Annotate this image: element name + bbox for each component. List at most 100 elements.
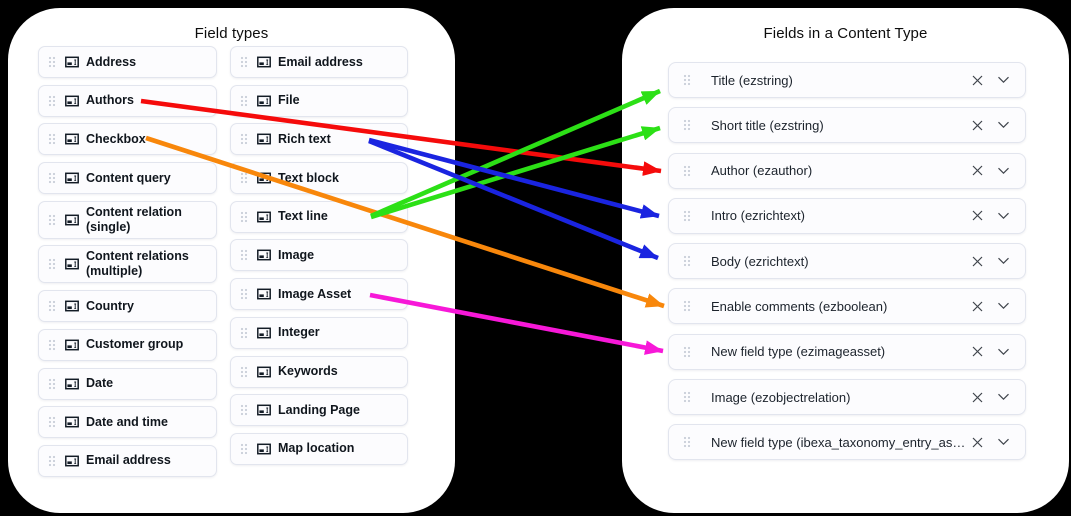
- field-type-card[interactable]: Date: [38, 367, 217, 400]
- field-type-icon: [65, 258, 79, 270]
- content-type-field-row[interactable]: Short title (ezstring): [668, 107, 1026, 144]
- field-type-card[interactable]: Rich text: [230, 123, 408, 156]
- field-type-card[interactable]: Image Asset: [230, 278, 408, 311]
- field-label: Author (ezauthor): [711, 163, 813, 179]
- field-label: Enable comments (ezboolean): [711, 298, 888, 314]
- remove-x-icon[interactable]: [971, 345, 984, 358]
- field-type-card[interactable]: Checkbox: [38, 123, 217, 156]
- content-type-field-row[interactable]: New field type (ibexa_taxonomy_entry_ass…: [668, 424, 1026, 461]
- drag-handle-icon[interactable]: [240, 172, 248, 184]
- drag-handle-icon[interactable]: [683, 255, 691, 267]
- field-type-card[interactable]: Email address: [230, 46, 408, 78]
- drag-handle-icon[interactable]: [48, 339, 56, 351]
- drag-handle-icon[interactable]: [240, 56, 248, 68]
- drag-handle-icon[interactable]: [240, 327, 248, 339]
- drag-handle-icon[interactable]: [48, 95, 56, 107]
- field-type-card[interactable]: Address: [38, 46, 217, 78]
- drag-handle-icon[interactable]: [240, 133, 248, 145]
- chevron-down-icon[interactable]: [997, 167, 1010, 175]
- field-type-card[interactable]: Keywords: [230, 355, 408, 388]
- drag-handle-icon[interactable]: [48, 172, 56, 184]
- drag-handle-icon[interactable]: [48, 214, 56, 226]
- drag-handle-icon[interactable]: [48, 416, 56, 428]
- field-type-label: Date and time: [86, 414, 168, 429]
- drag-handle-icon[interactable]: [683, 346, 691, 358]
- field-type-card[interactable]: Date and time: [38, 406, 217, 439]
- drag-handle-icon[interactable]: [48, 455, 56, 467]
- drag-handle-icon[interactable]: [48, 258, 56, 270]
- remove-x-icon[interactable]: [971, 209, 984, 222]
- content-type-field-row[interactable]: Intro (ezrichtext): [668, 197, 1026, 234]
- drag-handle-icon[interactable]: [48, 56, 56, 68]
- field-type-card[interactable]: Content query: [38, 162, 217, 195]
- drag-handle-icon[interactable]: [48, 300, 56, 312]
- drag-handle-icon[interactable]: [240, 443, 248, 455]
- field-type-icon: [257, 443, 271, 455]
- remove-x-icon[interactable]: [971, 119, 984, 132]
- chevron-down-icon[interactable]: [997, 393, 1010, 401]
- field-type-card[interactable]: Text block: [230, 162, 408, 195]
- remove-x-icon[interactable]: [971, 164, 984, 177]
- field-type-icon: [257, 95, 271, 107]
- drag-handle-icon[interactable]: [240, 366, 248, 378]
- remove-x-icon[interactable]: [971, 74, 984, 87]
- chevron-down-icon[interactable]: [997, 121, 1010, 129]
- remove-x-icon[interactable]: [971, 436, 984, 449]
- field-type-card[interactable]: Content relations (multiple): [38, 245, 217, 284]
- drag-handle-icon[interactable]: [240, 404, 248, 416]
- field-type-card[interactable]: Email address: [38, 444, 217, 477]
- drag-handle-icon[interactable]: [48, 378, 56, 390]
- drag-handle-icon[interactable]: [240, 95, 248, 107]
- field-type-label: Email address: [86, 453, 171, 468]
- drag-handle-icon[interactable]: [683, 391, 691, 403]
- drag-handle-icon[interactable]: [683, 74, 691, 86]
- drag-handle-icon[interactable]: [683, 119, 691, 131]
- drag-handle-icon[interactable]: [240, 211, 248, 223]
- field-type-label: Landing Page: [278, 402, 360, 417]
- content-type-field-row[interactable]: Enable comments (ezboolean): [668, 288, 1026, 325]
- remove-x-icon[interactable]: [971, 391, 984, 404]
- content-type-field-row[interactable]: Author (ezauthor): [668, 152, 1026, 189]
- field-type-icon: [257, 211, 271, 223]
- field-type-label: Content query: [86, 170, 171, 185]
- drag-handle-icon[interactable]: [48, 133, 56, 145]
- remove-x-icon[interactable]: [971, 255, 984, 268]
- drag-handle-icon[interactable]: [683, 165, 691, 177]
- chevron-down-icon[interactable]: [997, 438, 1010, 446]
- drag-handle-icon[interactable]: [683, 436, 691, 448]
- field-type-card[interactable]: Customer group: [38, 328, 217, 361]
- content-type-field-row[interactable]: Title (ezstring): [668, 62, 1026, 98]
- field-type-card[interactable]: Country: [38, 290, 217, 323]
- field-type-card[interactable]: Content relation (single): [38, 200, 217, 239]
- drag-handle-icon[interactable]: [240, 249, 248, 261]
- field-type-label: Text line: [278, 209, 328, 224]
- drag-handle-icon[interactable]: [240, 288, 248, 300]
- field-type-icon: [65, 172, 79, 184]
- content-type-fields-title: Fields in a Content Type: [763, 25, 928, 42]
- field-type-label: Keywords: [278, 364, 338, 378]
- field-type-card[interactable]: Landing Page: [230, 394, 408, 427]
- content-type-field-row[interactable]: Image (ezobjectrelation): [668, 379, 1026, 416]
- field-type-label: Rich text: [278, 131, 331, 146]
- field-type-icon: [257, 172, 271, 184]
- field-type-card[interactable]: Authors: [38, 84, 217, 117]
- field-label: Short title (ezstring): [711, 117, 824, 133]
- chevron-down-icon[interactable]: [997, 76, 1010, 84]
- chevron-down-icon[interactable]: [997, 302, 1010, 310]
- field-type-label: Country: [86, 298, 134, 313]
- field-type-card[interactable]: Image: [230, 239, 408, 272]
- chevron-down-icon[interactable]: [997, 257, 1010, 265]
- field-type-card[interactable]: Text line: [230, 200, 408, 233]
- content-type-field-row[interactable]: New field type (ezimageasset): [668, 333, 1026, 370]
- drag-handle-icon[interactable]: [683, 300, 691, 312]
- remove-x-icon[interactable]: [971, 300, 984, 313]
- field-type-card[interactable]: Map location: [230, 432, 408, 465]
- chevron-down-icon[interactable]: [997, 348, 1010, 356]
- field-label: New field type (ezimageasset): [711, 344, 886, 360]
- field-type-card[interactable]: File: [230, 84, 408, 117]
- content-type-field-row[interactable]: Body (ezrichtext): [668, 243, 1026, 280]
- drag-handle-icon[interactable]: [683, 210, 691, 222]
- field-type-card[interactable]: Integer: [230, 316, 408, 349]
- chevron-down-icon[interactable]: [997, 212, 1010, 220]
- field-type-label: Map location: [278, 441, 355, 456]
